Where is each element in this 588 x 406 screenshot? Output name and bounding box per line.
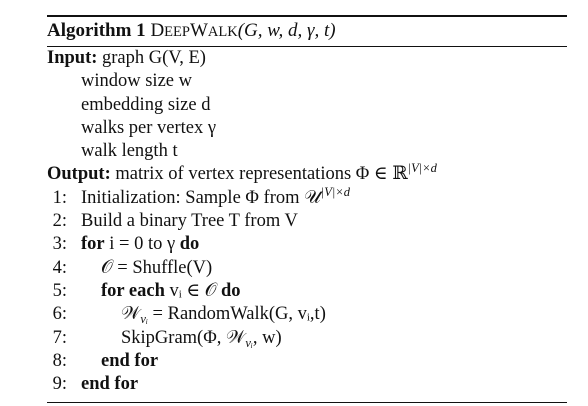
line-number: 8: — [52, 350, 67, 371]
line-number: 7: — [52, 327, 67, 348]
algorithm-line: 6: 𝒲vᵢ = RandomWalk(G, vᵢ,t) — [47, 303, 567, 326]
output-row: Output: matrix of vertex representations… — [47, 161, 567, 186]
algorithm-line: 9: end for — [47, 373, 567, 396]
algorithm-body: Input: graph G(V, E) window size w embed… — [47, 47, 567, 396]
line-number: 2: — [52, 211, 67, 232]
input-item: embedding size d — [81, 94, 211, 115]
output-sup: |V|×d — [407, 161, 437, 176]
input-item: window size w — [81, 71, 192, 92]
algorithm-line: 2: Build a binary Tree T from V — [47, 210, 567, 233]
line-number: 6: — [52, 304, 67, 325]
algorithm-line: 7: SkipGram(Φ, 𝒲vᵢ, w) — [47, 327, 567, 350]
algorithm-params: (G, w, d, γ, t) — [237, 20, 336, 41]
algorithm-line: 1: Initialization: Sample Φ from 𝒰|V|×d — [47, 185, 567, 210]
algorithm-label: Algorithm 1 — [47, 20, 146, 41]
algorithm-line: 8: end for — [47, 350, 567, 373]
input-item: walks per vertex γ — [81, 117, 217, 138]
line-number: 1: — [52, 187, 67, 208]
input-row: Input: graph G(V, E) — [47, 47, 567, 70]
line-number: 4: — [52, 257, 67, 278]
input-item: walk length t — [81, 141, 178, 162]
header-rule — [47, 46, 567, 47]
algorithm-box: Algorithm 1 DEEPWALK(G, w, d, γ, t) Inpu… — [47, 15, 567, 404]
top-rule — [47, 15, 567, 17]
algorithm-line: 3: for i = 0 to γ do — [47, 233, 567, 256]
algorithm-title: Algorithm 1 DEEPWALK(G, w, d, γ, t) — [47, 17, 567, 43]
input-graph: graph G(V, E) — [102, 48, 206, 68]
algorithm-line: 4: 𝒪 = Shuffle(V) — [47, 257, 567, 280]
output-text: matrix of vertex representations Φ ∈ ℝ — [115, 164, 408, 185]
input-keyword: Input: — [47, 48, 98, 68]
bottom-rule — [47, 402, 567, 404]
algorithm-line: 5: for each vᵢ ∈ 𝒪 do — [47, 280, 567, 303]
line-number: 5: — [52, 280, 67, 301]
output-keyword: Output: — [47, 164, 111, 185]
algorithm-name: DEEPWALK — [150, 20, 238, 41]
line-number: 3: — [52, 234, 67, 255]
line-number: 9: — [52, 374, 67, 395]
